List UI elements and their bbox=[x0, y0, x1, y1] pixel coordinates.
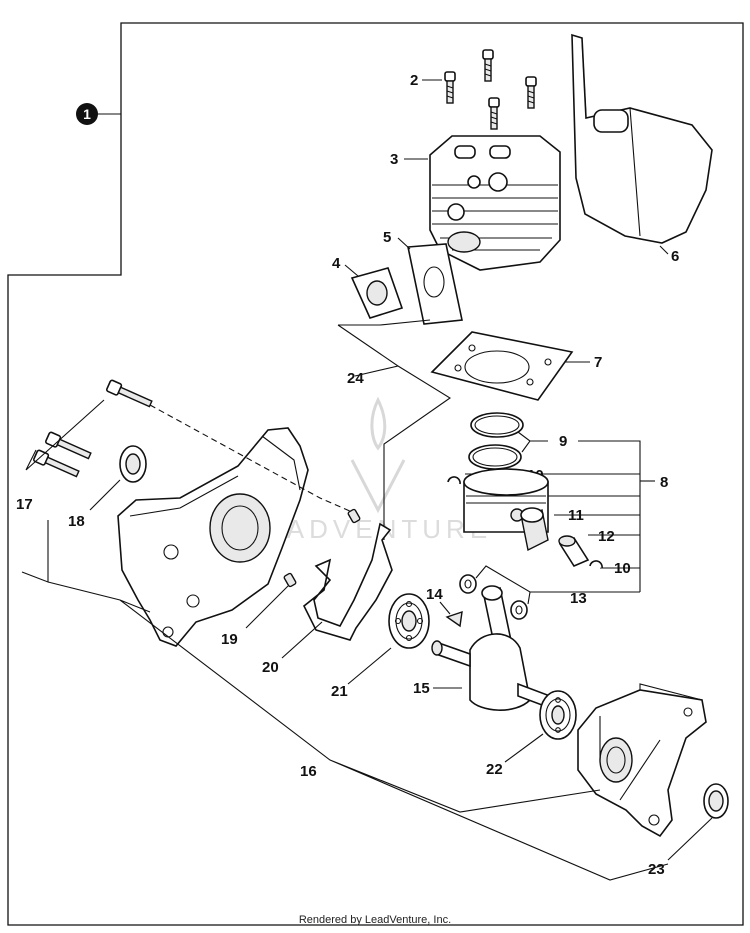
footer-credit: Rendered by LeadVenture, Inc. bbox=[298, 914, 452, 926]
oil-seal-left[interactable] bbox=[119, 445, 147, 483]
piston-pin-clip-lower[interactable] bbox=[589, 560, 603, 569]
cylinder-bolts[interactable] bbox=[444, 49, 537, 130]
group-frame bbox=[7, 22, 744, 926]
callout-24: 24 bbox=[347, 370, 364, 387]
piston-pin-clip-upper[interactable] bbox=[447, 476, 461, 485]
callout-20: 20 bbox=[262, 659, 279, 676]
crankcase-left-half[interactable] bbox=[117, 427, 309, 647]
kit-bracket-16 bbox=[21, 520, 669, 881]
callout-3: 3 bbox=[390, 151, 398, 168]
callout-4: 4 bbox=[332, 255, 341, 272]
heat-shield[interactable] bbox=[571, 33, 713, 244]
callout-6: 6 bbox=[671, 248, 679, 265]
crankcase-right-half[interactable] bbox=[577, 683, 707, 838]
callout-14: 14 bbox=[426, 586, 443, 603]
kit-bracket-24 bbox=[337, 319, 452, 540]
svg-text:1: 1 bbox=[83, 106, 91, 122]
assembly-line bbox=[149, 404, 353, 513]
thrust-washers[interactable] bbox=[459, 574, 528, 620]
callout-8: 8 bbox=[660, 474, 668, 491]
dowel-pins[interactable] bbox=[283, 508, 361, 588]
crankcase-bolts[interactable] bbox=[33, 379, 153, 480]
woodruff-key[interactable] bbox=[445, 610, 463, 628]
base-gasket[interactable] bbox=[430, 331, 574, 401]
callout-13: 13 bbox=[570, 590, 587, 607]
piston-pin[interactable] bbox=[558, 535, 590, 568]
callout-16: 16 bbox=[300, 763, 317, 780]
callout-21: 21 bbox=[331, 683, 348, 700]
group-badge[interactable]: 1 bbox=[76, 103, 98, 125]
callout-23: 23 bbox=[648, 861, 665, 878]
intake-gasket[interactable] bbox=[407, 243, 463, 325]
kit-bracket-8 bbox=[465, 440, 641, 592]
callout-9: 9 bbox=[559, 433, 567, 450]
piston-rings[interactable] bbox=[468, 412, 524, 470]
crankcase-gasket[interactable] bbox=[302, 522, 393, 641]
callout-19: 19 bbox=[221, 631, 238, 648]
callout-22: 22 bbox=[486, 761, 503, 778]
callout-18: 18 bbox=[68, 513, 85, 530]
callout-5: 5 bbox=[383, 229, 391, 246]
needle-bearing[interactable] bbox=[520, 507, 549, 552]
callout-7: 7 bbox=[594, 354, 602, 371]
callout-2: 2 bbox=[410, 72, 418, 89]
callout-15: 15 bbox=[413, 680, 430, 697]
cylinder[interactable] bbox=[429, 135, 561, 271]
crankshaft[interactable] bbox=[431, 585, 560, 712]
callout-11: 11 bbox=[568, 507, 584, 524]
crankshaft-bearing-right[interactable] bbox=[539, 690, 577, 740]
callout-12: 12 bbox=[598, 528, 615, 545]
callout-17: 17 bbox=[16, 496, 33, 513]
insulator[interactable] bbox=[350, 267, 404, 319]
callout-10b: 10 bbox=[614, 560, 631, 577]
oil-seal-right[interactable] bbox=[703, 783, 729, 819]
crankshaft-bearing-left[interactable] bbox=[388, 593, 430, 649]
